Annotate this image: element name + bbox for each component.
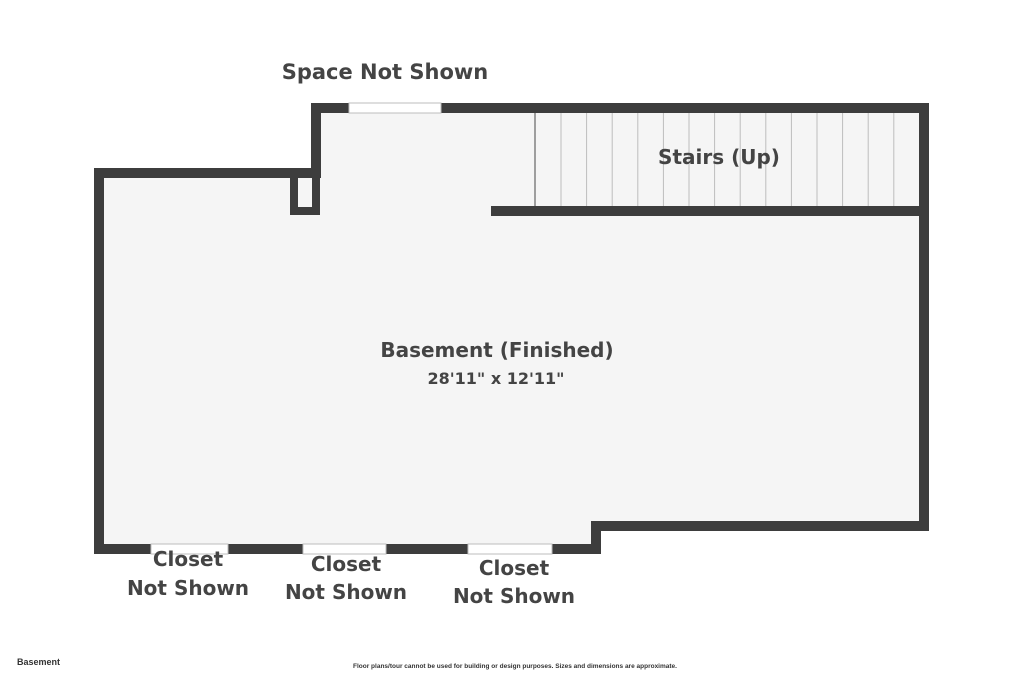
opening-closet-3 [467, 543, 553, 555]
opening-closet-1 [150, 543, 229, 555]
outer-wall [94, 103, 929, 554]
room-name-label: Basement (Finished) [380, 338, 613, 362]
closet-1-sub-label: Not Shown [127, 576, 249, 600]
walls [94, 103, 929, 554]
closet-3-label: Closet [479, 556, 550, 580]
floor-area [99, 108, 924, 549]
floor-name-label: Basement [17, 657, 61, 667]
column-stub [290, 169, 320, 215]
closet-2-label: Closet [311, 552, 382, 576]
stair-treads [560, 113, 895, 206]
disclaimer-text: Floor plans/tour cannot be used for buil… [353, 663, 677, 670]
space-not-shown-label: Space Not Shown [282, 60, 489, 84]
closet-1-label: Closet [153, 547, 224, 571]
stairs-label: Stairs (Up) [658, 145, 780, 169]
closet-3-sub-label: Not Shown [453, 584, 575, 608]
closet-2-sub-label: Not Shown [285, 580, 407, 604]
opening-closet-2 [302, 543, 387, 555]
openings [150, 102, 553, 555]
opening-top [348, 102, 442, 114]
room-dimensions-label: 28'11" x 12'11" [428, 369, 565, 388]
